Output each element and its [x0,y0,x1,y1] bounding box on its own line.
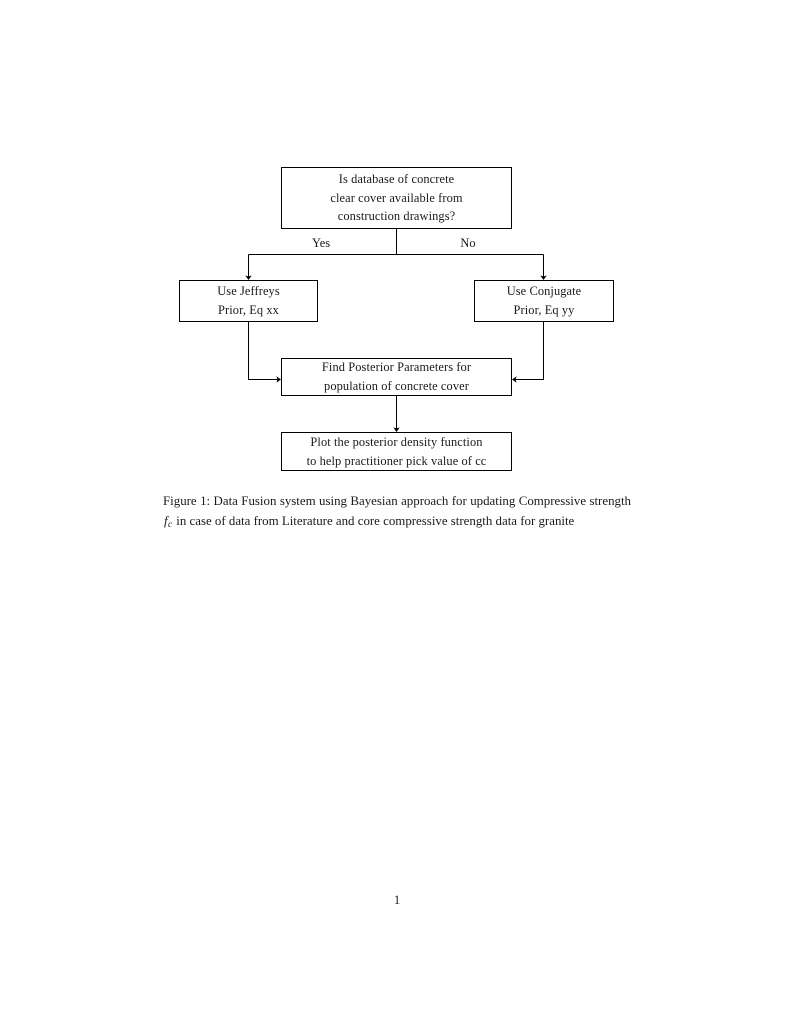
edge-conjugate-to-posterior [512,322,545,383]
node-conjugate-line-2: Prior, Eq yy [513,303,575,317]
figure-caption-text-after: in case of data from Literature and core… [173,514,575,529]
node-jeffreys-line-2: Prior, Eq xx [218,303,279,317]
page-number: 1 [393,893,401,907]
edge-jeffreys-to-posterior [247,322,281,383]
figure-caption-math-fc: fc [163,514,173,530]
flowchart-node-plot-density: Plot the posterior density function to h… [281,432,512,471]
flowchart-node-conjugate-prior: Use Conjugate Prior, Eq yy [474,280,614,322]
edge-label-yes: Yes [311,236,331,250]
edge-label-no: No [460,236,476,250]
node-plot-line-2: to help practitioner pick value of cc [306,453,487,468]
node-decision-line-1: Is database of concrete [338,171,455,186]
flowchart-connectors [245,229,547,432]
flowchart-node-decision: Is database of concrete clear cover avai… [281,167,512,229]
node-conjugate-line-1: Use Conjugate [506,284,582,299]
node-decision-line-2: clear cover available from [330,190,463,205]
node-decision-line-3: construction drawings? [337,209,456,224]
flowchart-node-jeffreys-prior: Use Jeffreys Prior, Eq xx [179,280,318,322]
figure-flowchart: Is database of concrete clear cover avai… [0,0,794,490]
figure-caption-label: Figure 1: [163,494,211,508]
math-subscript-c: c [167,519,173,530]
node-jeffreys-line-1: Use Jeffreys [217,284,280,299]
node-plot-line-1: Plot the posterior density function [310,434,483,449]
node-posterior-line-1: Find Posterior Parameters for [321,360,472,375]
node-posterior-line-2: population of concrete cover [324,379,469,393]
figure-caption-text-before: Data Fusion system using Bayesian approa… [210,494,631,508]
figure-caption: Figure 1: Data Fusion system using Bayes… [163,491,631,531]
flowchart-node-find-posterior: Find Posterior Parameters for population… [281,358,512,396]
math-symbol-f: f [164,514,168,529]
